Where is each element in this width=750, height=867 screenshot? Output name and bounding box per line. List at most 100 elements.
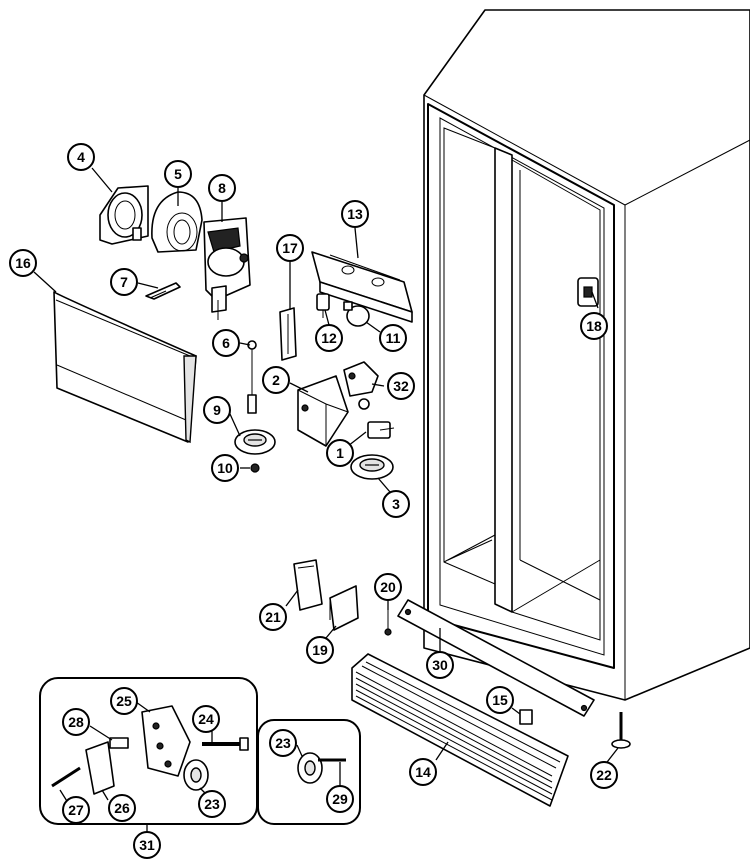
callout-10: 10 <box>211 454 239 482</box>
callout-label: 23 <box>275 735 291 751</box>
callout-15: 15 <box>486 686 514 714</box>
callout-label: 13 <box>347 206 363 222</box>
callout-label: 32 <box>393 378 409 394</box>
roller-kit-frame <box>257 719 361 825</box>
part-3-knob <box>350 454 394 480</box>
callout-27: 27 <box>62 796 90 824</box>
callout-label: 4 <box>77 149 85 165</box>
part-27-screw <box>51 766 81 788</box>
callout-label: 6 <box>222 335 230 351</box>
part-10-screw <box>250 463 260 473</box>
callout-label: 29 <box>332 791 348 807</box>
part-17-bracket <box>279 307 297 361</box>
refrigerator-cabinet <box>423 9 750 701</box>
callout-14: 14 <box>409 758 437 786</box>
callout-label: 3 <box>392 496 400 512</box>
callout-label: 27 <box>68 802 84 818</box>
callout-12: 12 <box>315 324 343 352</box>
callout-22: 22 <box>590 761 618 789</box>
leader-lines <box>33 167 619 807</box>
part-5-damper-cover <box>151 191 203 253</box>
callout-32: 32 <box>387 372 415 400</box>
callout-label: 21 <box>265 609 281 625</box>
part-32-thermostat <box>343 361 379 410</box>
callout-label: 9 <box>213 402 221 418</box>
part-25-hinge-plate <box>141 705 191 777</box>
part-12-light-socket <box>316 293 330 318</box>
callout-label: 30 <box>432 657 448 673</box>
callout-19: 19 <box>306 636 334 664</box>
part-8-damper-control <box>203 217 251 320</box>
callout-label: 12 <box>321 330 337 346</box>
part-16-dispenser-panel <box>53 291 197 444</box>
callout-label: 31 <box>139 837 155 853</box>
callout-25: 25 <box>110 687 138 715</box>
callout-label: 25 <box>116 693 132 709</box>
callout-label: 28 <box>68 714 84 730</box>
callout-label: 22 <box>596 767 612 783</box>
callout-label: 1 <box>336 445 344 461</box>
part-21-cover <box>293 559 323 611</box>
callout-1: 1 <box>326 439 354 467</box>
callout-21: 21 <box>259 603 287 631</box>
part-26-hinge-bracket <box>85 741 115 795</box>
callout-label: 20 <box>380 579 396 595</box>
callout-label: 24 <box>198 711 214 727</box>
callout-31: 31 <box>133 831 161 859</box>
part-7-clip <box>145 282 181 300</box>
callout-29: 29 <box>326 785 354 813</box>
callout-label: 19 <box>312 642 328 658</box>
callout-7: 7 <box>110 268 138 296</box>
part-13-light-bracket <box>311 251 413 323</box>
callout-label: 2 <box>272 372 280 388</box>
callout-3: 3 <box>382 490 410 518</box>
part-28-hinge-pin <box>109 737 129 749</box>
callout-4: 4 <box>67 143 95 171</box>
callout-18: 18 <box>580 312 608 340</box>
part-19-bracket <box>329 585 359 631</box>
callout-24: 24 <box>192 705 220 733</box>
callout-label: 23 <box>204 796 220 812</box>
part-6-wire-harness <box>247 340 257 414</box>
part-4-air-duct-housing <box>99 185 149 245</box>
callout-8: 8 <box>208 174 236 202</box>
part-14-toe-grille <box>351 653 569 807</box>
callout-13: 13 <box>341 200 369 228</box>
callout-label: 14 <box>415 764 431 780</box>
part-23-roller-b <box>297 752 323 784</box>
part-22-leveling-leg <box>611 712 631 749</box>
callout-label: 16 <box>15 255 31 271</box>
callout-28: 28 <box>62 708 90 736</box>
callout-label: 8 <box>218 180 226 196</box>
part-23-roller-a <box>183 759 209 791</box>
part-18-switch <box>577 277 599 307</box>
callout-30: 30 <box>426 651 454 679</box>
callout-label: 17 <box>282 240 298 256</box>
callout-label: 11 <box>386 330 401 346</box>
part-11-light-bulb <box>343 301 370 327</box>
callout-label: 18 <box>586 318 602 334</box>
callout-label: 5 <box>174 166 182 182</box>
callout-11: 11 <box>379 324 407 352</box>
part-30-toe-grille-bracket <box>397 599 595 717</box>
callout-6: 6 <box>212 329 240 357</box>
callout-2: 2 <box>262 366 290 394</box>
callout-17: 17 <box>276 234 304 262</box>
callout-26: 26 <box>108 794 136 822</box>
callout-23-kit: 23 <box>269 729 297 757</box>
callout-label: 15 <box>492 692 508 708</box>
part-24-bolt <box>202 737 249 751</box>
part-1-control <box>367 421 395 439</box>
callout-9: 9 <box>203 396 231 424</box>
callout-23-assembly: 23 <box>198 790 226 818</box>
callout-label: 26 <box>114 800 130 816</box>
part-2-control-housing <box>297 375 349 447</box>
part-9-knob <box>234 429 276 455</box>
callout-20: 20 <box>374 573 402 601</box>
callout-16: 16 <box>9 249 37 277</box>
callout-label: 10 <box>217 460 233 476</box>
callout-label: 7 <box>120 274 128 290</box>
part-15-clip <box>519 709 533 725</box>
